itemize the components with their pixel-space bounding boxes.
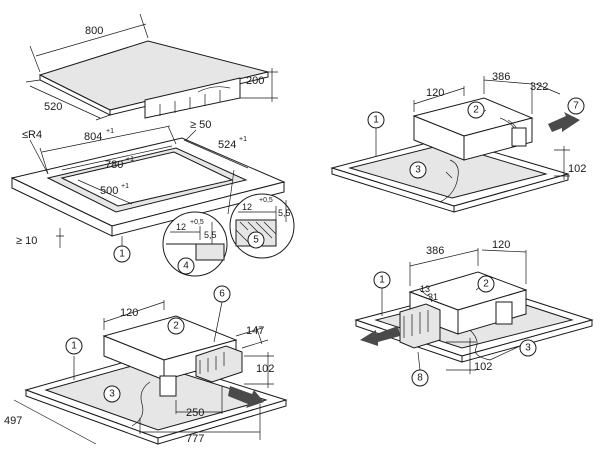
svg-text:1: 1: [379, 275, 385, 286]
detail-4-width: 12: [176, 222, 186, 232]
dim-min-depth: ≥ 50: [190, 119, 211, 131]
svg-text:+1: +1: [239, 136, 247, 143]
callout-3-b: 3: [103, 385, 121, 403]
dim-2-b: 386: [492, 71, 510, 83]
airflow-arrow-left: [360, 326, 400, 346]
dim-4-a: 386: [426, 245, 444, 257]
svg-text:6: 6: [219, 289, 225, 300]
callout-7: 7: [567, 97, 585, 115]
svg-text:3: 3: [525, 343, 531, 354]
svg-text:7: 7: [573, 101, 579, 112]
dim-cutout-depth: 500: [100, 185, 118, 197]
dim-cooktop-width: 800: [85, 25, 103, 37]
airflow-arrow-rear: [548, 112, 580, 132]
svg-text:5: 5: [253, 235, 259, 246]
svg-text:2: 2: [473, 105, 479, 116]
dim-3-a: 120: [120, 307, 138, 319]
callout-5: 5: [247, 231, 265, 249]
dim-3-c: 102: [256, 363, 274, 375]
callout-8: 8: [411, 369, 429, 387]
callout-3-c: 3: [519, 339, 537, 357]
dim-4-b: 120: [492, 239, 510, 251]
dim-corner-radius: ≤R4: [22, 129, 42, 141]
panel-rear-exhaust: 120 386 322 102: [330, 71, 586, 213]
dim-2-d: 102: [568, 163, 586, 175]
svg-text:2: 2: [483, 279, 489, 290]
dim-cutout-inner-width: 780: [105, 159, 123, 171]
dim-3-e: 777: [186, 433, 204, 445]
panel-side-exhaust-left: 120 147 102 250 777 497: [4, 300, 288, 445]
svg-text:1: 1: [119, 249, 125, 260]
svg-text:8: 8: [417, 373, 423, 384]
exhaust-duct-3: [195, 345, 243, 383]
dim-4-d: 31: [428, 292, 438, 302]
dim-2-a: 120: [426, 87, 444, 99]
dim-min-front: ≥ 10: [16, 235, 37, 247]
detail-circle-5: 12 +0,5 5,5: [229, 193, 295, 259]
dim-4-c: 13: [420, 284, 430, 294]
detail-4-depth: 5,5: [204, 230, 217, 240]
panel-side-exhaust-right: 386 120 13 31 102: [354, 239, 594, 374]
callout-2-b: 2: [167, 317, 185, 335]
callout-2-c: 2: [477, 275, 495, 293]
detail-5-width: 12: [242, 202, 252, 212]
svg-text:+0,5: +0,5: [190, 219, 204, 226]
svg-text:+0,5: +0,5: [259, 197, 273, 204]
detail-5-depth: 5,5: [278, 208, 291, 218]
svg-text:3: 3: [415, 165, 421, 176]
callout-6: 6: [213, 285, 231, 303]
svg-text:1: 1: [373, 115, 379, 126]
dim-4-e: 102: [474, 361, 492, 373]
dim-3-f: 497: [4, 415, 22, 427]
svg-text:+1: +1: [106, 128, 114, 135]
callout-4: 4: [177, 257, 195, 275]
airflow-arrow-front: [228, 386, 264, 408]
detail-circle-4: 12 +0,5 5,5: [162, 211, 228, 277]
dim-3-b: 147: [246, 325, 264, 337]
dim-cooktop-height: 200: [246, 75, 264, 87]
svg-text:+1: +1: [121, 183, 129, 190]
dim-cooktop-depth: 520: [44, 101, 62, 113]
dim-2-c: 322: [530, 81, 548, 93]
svg-text:2: 2: [173, 321, 179, 332]
dim-3-d: 250: [186, 407, 204, 419]
callout-1-c: 1: [65, 337, 83, 355]
callout-1-b: 1: [367, 111, 385, 129]
svg-text:+1: +1: [126, 156, 134, 163]
callout-2-a: 2: [467, 101, 485, 119]
callout-3-a: 3: [409, 161, 427, 179]
svg-text:4: 4: [183, 261, 189, 272]
svg-text:1: 1: [71, 341, 77, 352]
dim-cutout-width: 804: [84, 131, 102, 143]
callout-1-d: 1: [373, 271, 391, 289]
callout-1-a: 1: [113, 245, 131, 263]
dim-cutout-side-depth: 524: [218, 139, 236, 151]
svg-text:3: 3: [109, 389, 115, 400]
